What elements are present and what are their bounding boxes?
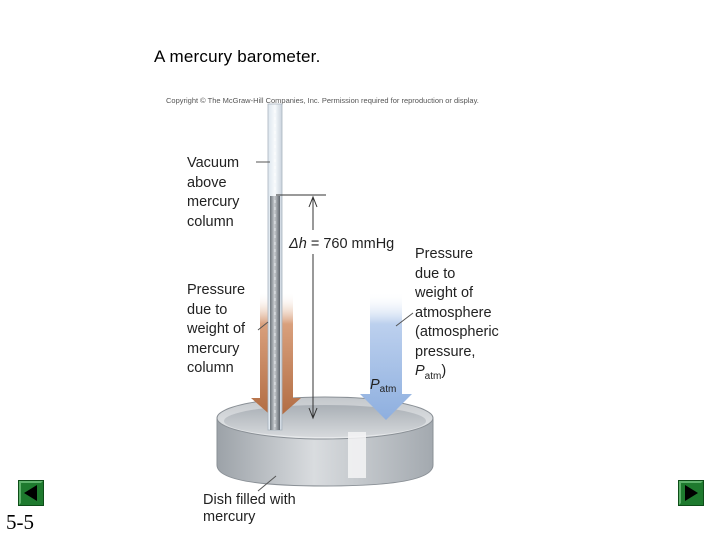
- height-dimension-line: [276, 194, 326, 420]
- next-slide-button[interactable]: [678, 480, 704, 506]
- dish-leader-line: [257, 475, 277, 492]
- dish: [216, 396, 434, 487]
- slide-title: A mercury barometer.: [154, 47, 321, 66]
- atmospheric-pressure-arrow: [360, 292, 412, 420]
- vacuum-label: Vacuum above mercury column: [187, 155, 240, 230]
- delta-h-value: = 760 mmHg: [311, 236, 394, 252]
- delta-h-symbol: Δh: [288, 236, 307, 252]
- delta-h-label: Δh = 760 mmHg: [288, 236, 394, 252]
- atmosphere-leader-line: [395, 312, 414, 327]
- prev-slide-button[interactable]: [18, 480, 44, 506]
- copyright-notice: Copyright © The McGraw-Hill Companies, I…: [166, 96, 479, 105]
- mercury-column-leader-line: [257, 321, 269, 331]
- patm-inline-label: Patm): [415, 363, 447, 382]
- triangle-left-icon: [24, 485, 37, 501]
- mercury-pressure-label: Pressure due to weight of mercury column: [187, 282, 246, 376]
- dish-label: Dish filled with mercury: [203, 492, 296, 525]
- triangle-right-icon: [685, 485, 698, 501]
- atmospheric-pressure-label: Pressure due to weight of atmosphere (at…: [415, 245, 499, 386]
- barometer-tube: [267, 103, 283, 431]
- patm-arrow-label: Patm: [370, 377, 396, 395]
- slide-number: 5-5: [6, 510, 34, 534]
